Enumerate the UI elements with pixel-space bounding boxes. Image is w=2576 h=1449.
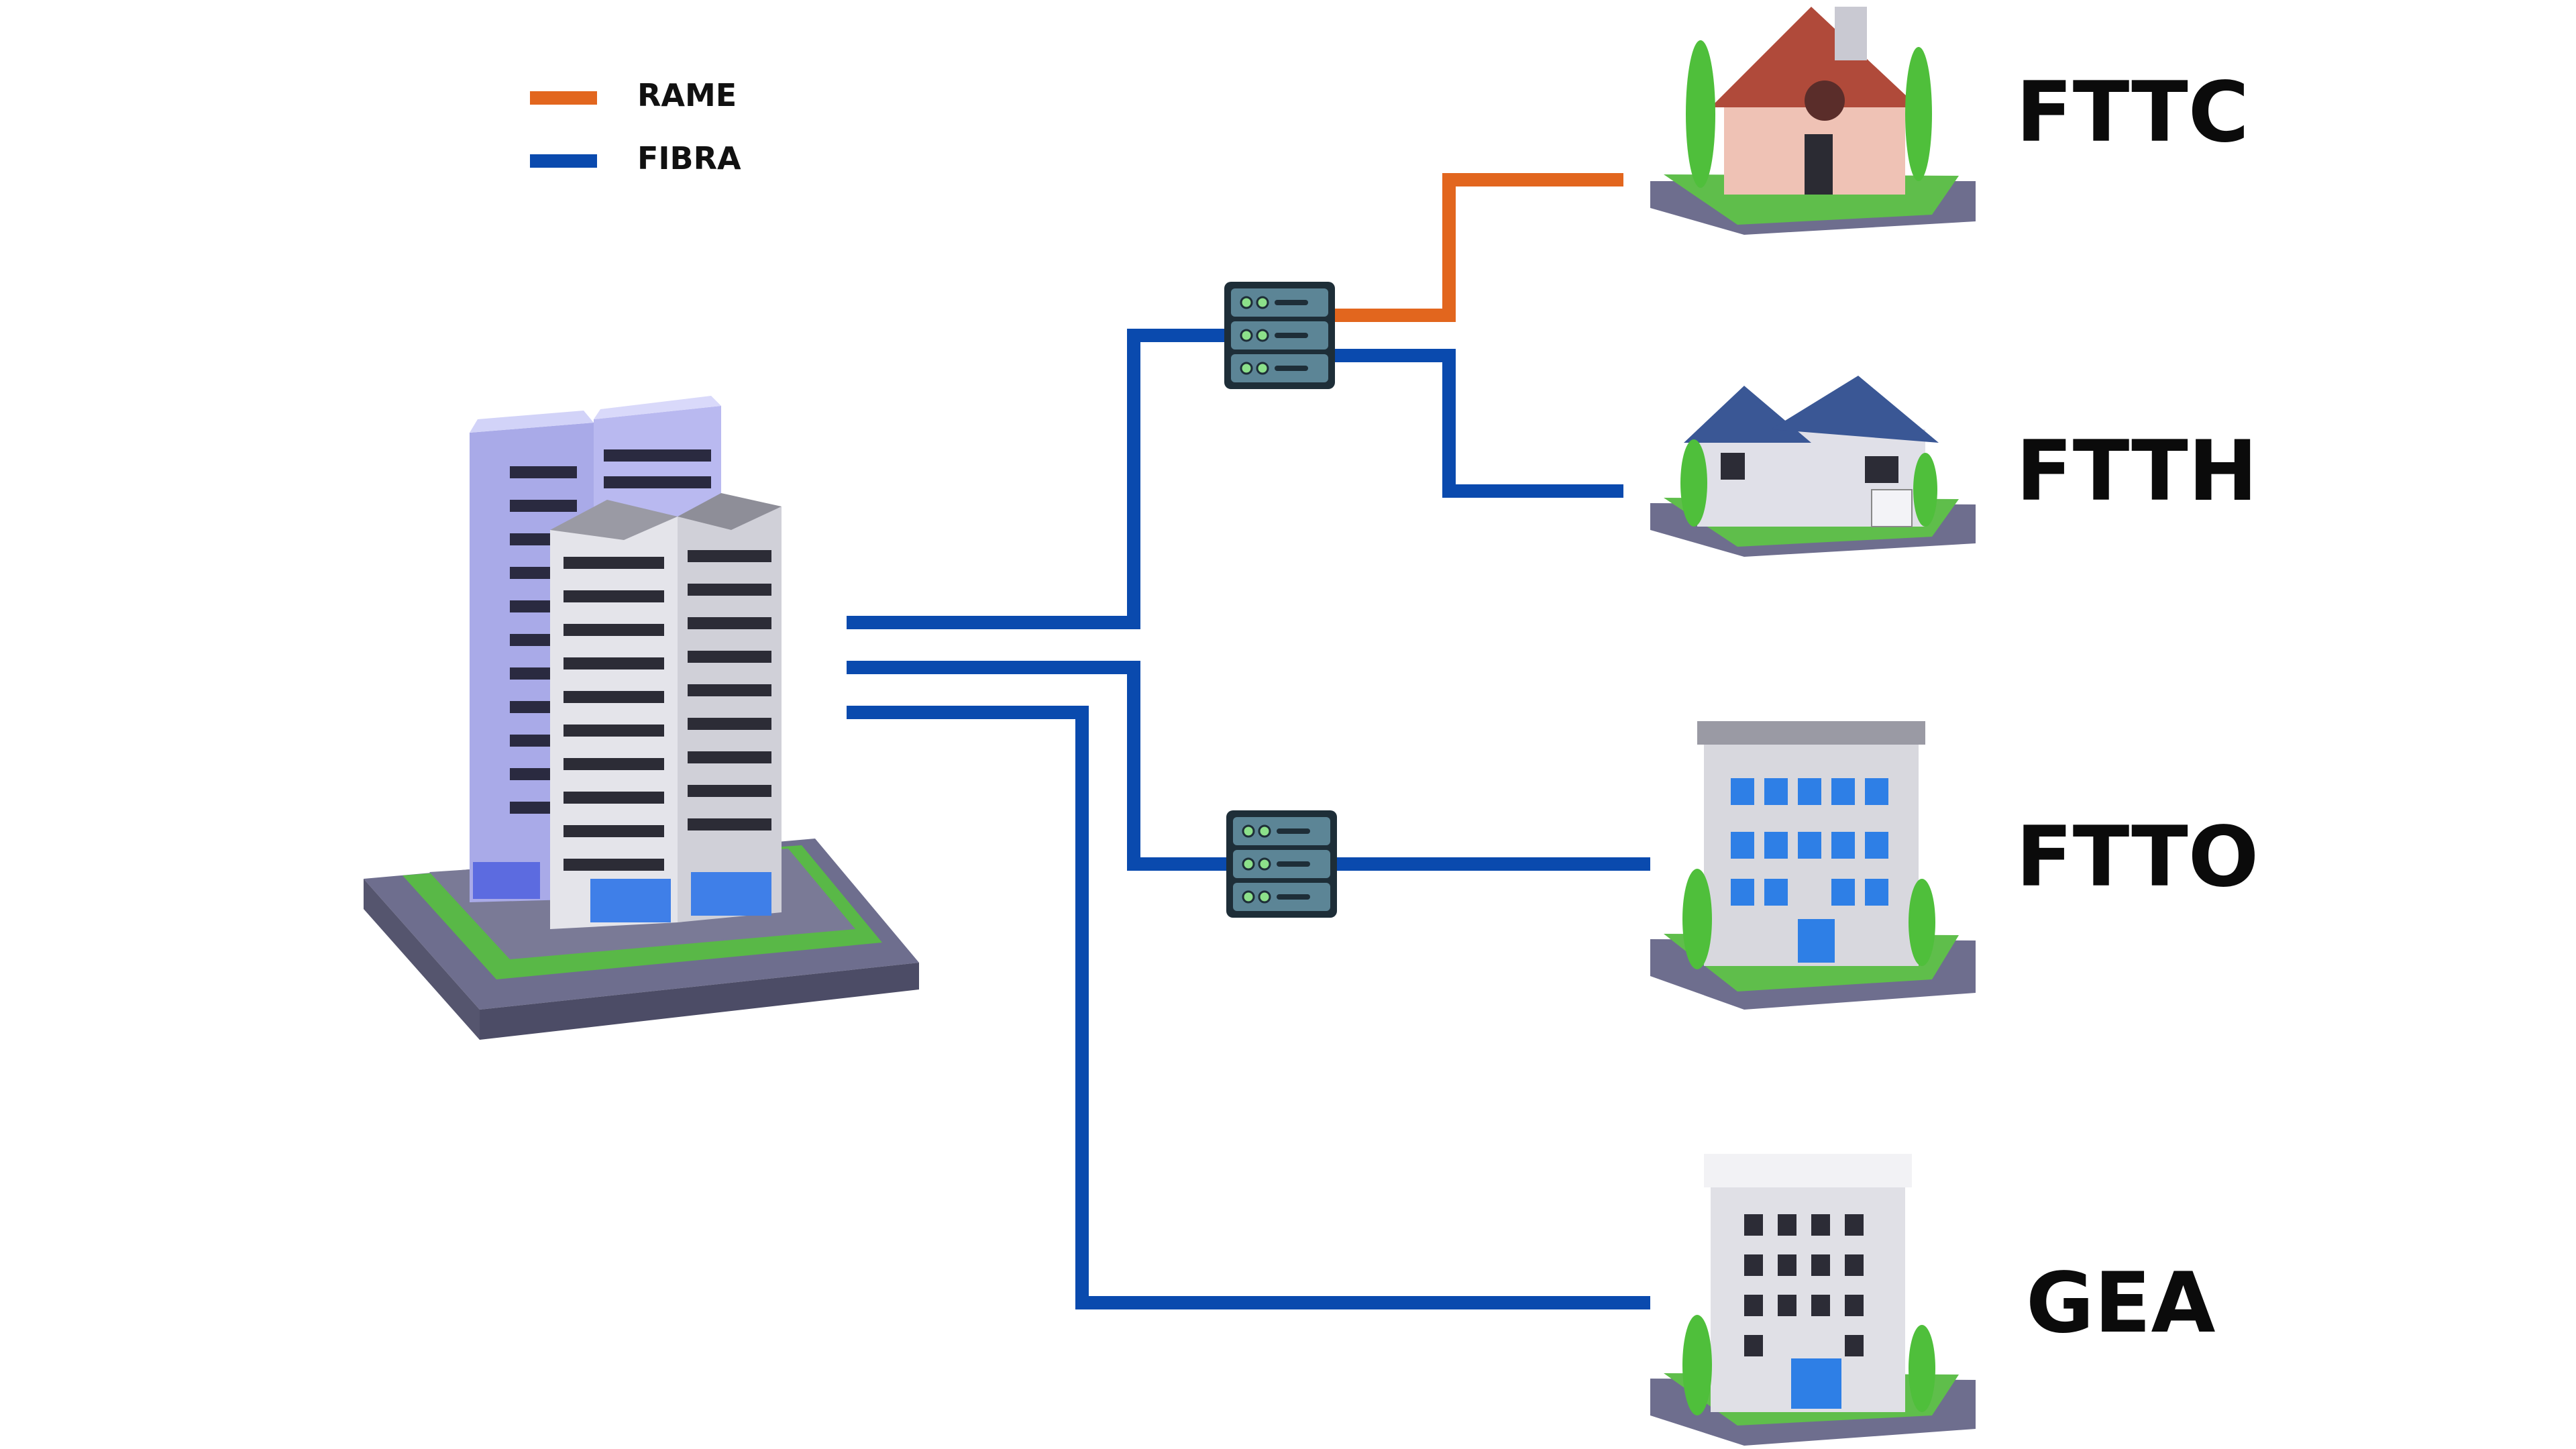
apartment-building-icon	[1650, 1154, 1976, 1446]
central-office-towers-icon	[364, 396, 919, 1040]
legend-copper-swatch	[530, 91, 597, 105]
villa-house-icon	[1650, 376, 1976, 557]
legend-fiber-label: FIBRA	[637, 140, 741, 176]
office-building-icon	[1650, 721, 1976, 1010]
fiber-line-to-cabinet-1	[847, 329, 1228, 629]
connection-labels: FTTC FTTH FTTO GEA	[2016, 64, 2259, 1352]
legend-copper-label: RAME	[637, 77, 737, 113]
fiber-line-to-cabinet-2	[847, 661, 1228, 871]
cables	[847, 173, 1650, 1309]
legend-fiber-swatch	[530, 154, 597, 168]
gea-label: GEA	[2026, 1255, 2215, 1352]
server-cabinet-icon	[1224, 282, 1335, 389]
server-cabinet-icon	[1226, 810, 1337, 918]
ftth-label: FTTH	[2016, 423, 2258, 520]
ftto-label: FTTO	[2016, 809, 2259, 906]
legend: RAME FIBRA	[530, 77, 741, 176]
pitched-roof-house-icon	[1650, 7, 1976, 235]
fttc-label: FTTC	[2016, 64, 2249, 161]
fiber-line-ftth	[1335, 349, 1623, 498]
copper-line-fttc	[1335, 173, 1623, 322]
fiber-line-gea	[847, 706, 1650, 1309]
